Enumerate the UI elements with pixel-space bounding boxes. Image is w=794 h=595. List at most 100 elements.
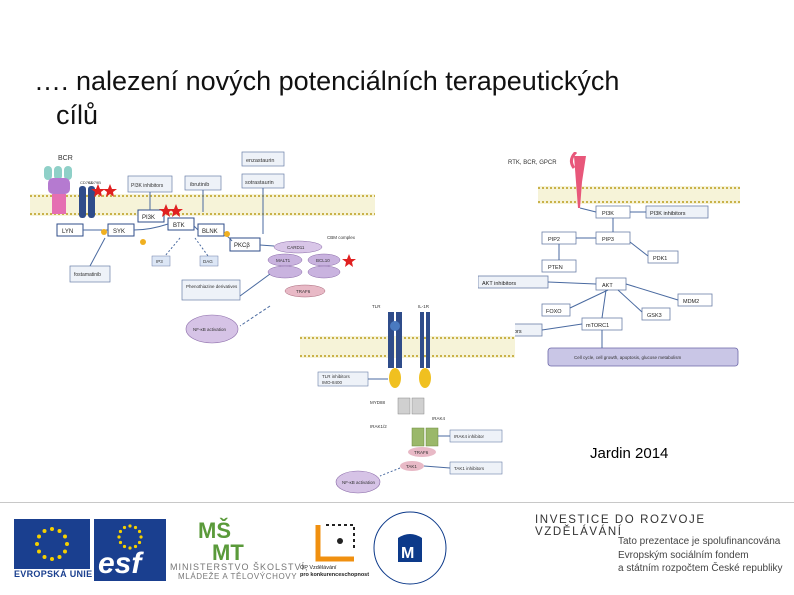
star-icon [43,529,47,533]
star-icon [134,526,137,529]
invest-line2: Evropským sociálním fondem [618,549,783,563]
akt-inhibitors-node: AKT inhibitors [482,281,516,287]
msmt-label-line2: MLÁDEŽE A TĚLOVÝCHOVY [178,572,297,581]
tlr-inhibitors-box: TLR inhibitors [322,374,351,379]
citation-caption: Jardin 2014 [590,445,668,462]
imo-8400-label: IMO-8400 [322,380,343,385]
invest-line1: Tato prezentace je spolufinancována [618,535,783,549]
bcr-label: BCR [58,155,73,162]
op-label-line1: OP Vzdělávání [300,565,337,571]
irak4-label: IRAK4 [432,416,446,421]
star-icon [65,542,69,546]
op-vk-logo [312,519,360,563]
pi3k-akt-diagram: RTK, BCR, GPCR PI3K PI3K inhibitors PIP2… [478,152,740,376]
svg-text:PKCβ: PKCβ [234,243,250,249]
mdm2-node: MDM2 [683,299,699,305]
svg-text:BLNK: BLNK [202,229,218,235]
eu-flag-logo [14,519,90,569]
svg-text:PI3K inhibitors: PI3K inhibitors [131,183,164,189]
svg-text:IP3: IP3 [156,259,163,264]
svg-text:enzastaurin: enzastaurin [246,158,274,164]
pip3-node: PIP3 [602,237,614,243]
il1r-label: IL-1R [418,304,430,309]
gsk3-node: GSK3 [647,313,662,319]
svg-text:CARD11: CARD11 [287,245,305,250]
svg-text:Cell cycle, cell growth, apopt: Cell cycle, cell growth, apoptosis, gluc… [574,355,682,360]
mtorc1-node: mTORC1 [586,323,609,329]
cbm-complex: CARD11 MALT1 BCL10 CBM complex TRAF6 [268,235,356,297]
phenothiazine-box: Phenothiazine derivatives [182,280,240,300]
slide-title-line1: …. nalezení nových potenciálních terapeu… [34,66,619,96]
pi3k-inhibitors-node: PI3K inhibitors [650,211,686,217]
slide-title: …. nalezení nových potenciálních terapeu… [34,64,754,132]
btk-box: BTK [168,218,194,230]
star-icon [138,541,141,544]
svg-text:BTK: BTK [173,223,185,229]
rtk-label: RTK, BCR, GPCR [508,160,557,166]
pdk1-node: PDK1 [653,256,667,262]
tlr-label: TLR [372,304,381,309]
muni-seal-logo: M [370,508,450,588]
svg-text:CBM complex: CBM complex [327,235,356,240]
svg-text:sotrastaurin: sotrastaurin [245,180,274,186]
akt-node: AKT [602,283,613,289]
svg-text:DAG: DAG [203,259,213,264]
svg-text:MALT1: MALT1 [276,258,291,263]
sotrastaurin-box: sotrastaurin [242,174,284,188]
star-icon [37,550,41,554]
msmt-label-line1: MINISTERSTVO ŠKOLSTVÍ, [170,562,309,572]
invest-line3: a státním rozpočtem České republiky [618,562,783,576]
star-icon [138,530,141,533]
star-icon [123,526,126,529]
fostamatinib-box: fostamatinib [70,266,110,282]
enzastaurin-box: enzastaurin [242,152,284,166]
slide-title-line2: cílů [34,98,754,132]
irak4-inhibitor-box: IRAK4 inhibitor [454,434,485,439]
tlr-signaling-diagram: TLR IL-1R TLR inhibitors IMO-8400 MYD88 … [300,300,515,496]
pi3k-node: PI3K [602,211,614,217]
cellular-outcomes-bar: Cell cycle, cell growth, apoptosis, gluc… [548,348,738,366]
svg-text:fostamatinib: fostamatinib [74,272,101,278]
dag-box: DAG [200,256,218,266]
syk-box: SYK [108,224,134,236]
ip3-box: IP3 [152,256,170,266]
star-icon [50,557,54,561]
op-label: OP Vzdělávání pro konkurenceschopnost [300,565,369,579]
nfkb-activation-ellipse: NF-κB activation [186,315,238,343]
pkcb-box: PKCβ [230,238,260,251]
star-icon [43,555,47,559]
myd88-label: MYD88 [370,400,386,405]
star-icon [119,530,122,533]
svg-text:ibrutinib: ibrutinib [190,182,209,188]
tak1-label: TAK1 [406,464,417,469]
svg-text:NF-κB activation: NF-κB activation [193,327,227,332]
ibrutinib-box: ibrutinib [185,176,221,190]
traf6-tlr-label: TRAF6 [414,450,429,455]
lyn-box: LYN [57,224,83,236]
svg-text:MT: MT [212,540,244,562]
blnk-box: BLNK [198,224,224,236]
svg-text:esf: esf [98,547,144,580]
star-icon [50,527,54,531]
star-icon [58,555,62,559]
invest-text: Tato prezentace je spolufinancována Evro… [618,535,783,576]
star-icon [63,550,67,554]
foxo-node: FOXO [546,309,562,315]
cd79b-label: CD79B [88,180,101,185]
star-icon [63,535,67,539]
membrane-2 [538,186,740,204]
pi3k-inhibitors-box: PI3K inhibitors [128,176,172,192]
tlr-receptors [388,312,438,446]
footer-divider [0,502,794,503]
svg-text:Phenothiazine derivatives: Phenothiazine derivatives [186,284,238,289]
svg-text:TRAF6: TRAF6 [296,289,311,294]
svg-text:LYN: LYN [62,229,73,235]
star-icon [117,535,120,538]
tak1-inhibitors-box: TAK1 inhibitors [454,466,485,471]
star-icon [37,535,41,539]
svg-text:M: M [401,545,414,562]
msmt-logo: MŠ MT [196,516,266,562]
svg-text:PI3K: PI3K [142,215,155,221]
membrane-3 [300,336,515,358]
star-icon [128,524,131,527]
